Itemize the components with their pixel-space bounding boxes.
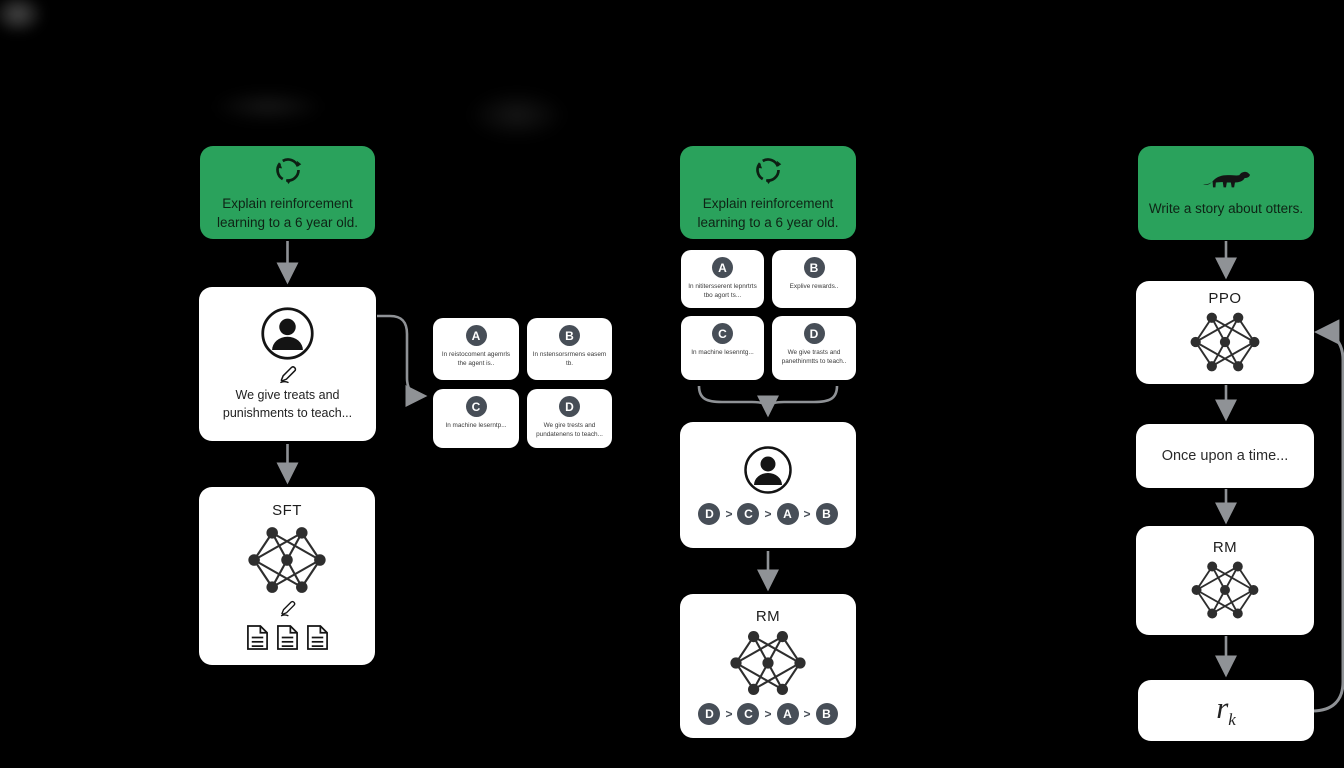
neural-net-icon — [1177, 309, 1273, 375]
option-letter-badge: D — [559, 396, 580, 417]
document-icon — [306, 624, 329, 651]
rm-option-c: C In machine lesenntg... — [681, 316, 764, 380]
sft-option-a: A In reistocoment agemrls the agent is.. — [433, 318, 519, 380]
neural-net-icon — [238, 523, 336, 597]
ppo-reward-model-box: RM — [1136, 526, 1314, 635]
cycle-arrows-icon — [270, 152, 306, 188]
ppo-policy-box: PPO — [1136, 281, 1314, 384]
rank-badge: B — [815, 702, 838, 725]
neural-net-icon — [718, 627, 818, 699]
document-icon — [246, 624, 269, 651]
rank-badge: A — [776, 503, 799, 525]
sft-prompt-box: Explain reinforcement learning to a 6 ye… — [200, 146, 375, 239]
rank-separator: > — [803, 706, 811, 721]
option-text: In nstensorsrmens easem tb. — [532, 351, 607, 368]
rm-option-d: D We give trasts and panethinmtts to tea… — [772, 316, 856, 380]
neural-net-icon — [1179, 558, 1271, 622]
rm-prompt-text: Explain reinforcement learning to a 6 ye… — [697, 196, 839, 230]
rm-option-b: B Explive rewards.. — [772, 250, 856, 308]
option-letter-badge: C — [712, 323, 733, 344]
rank-separator: > — [803, 507, 811, 521]
ppo-reward-box: rk — [1138, 680, 1314, 741]
rm-option-a: A In nititersserent lepnrtrts tbo agort … — [681, 250, 764, 308]
documents-icon — [246, 624, 329, 651]
option-text: In machine leserntp... — [445, 422, 507, 429]
pencil-icon — [278, 599, 297, 618]
option-letter-badge: B — [803, 257, 825, 278]
option-text: In machine lesenntg... — [691, 349, 754, 356]
bracket-left — [697, 385, 768, 408]
rm-prompt-box: Explain reinforcement learning to a 6 ye… — [680, 146, 856, 239]
ppo-prompt-box: Write a story about otters. — [1138, 146, 1314, 240]
sft-option-b: B In nstensorsrmens easem tb. — [527, 318, 612, 380]
rm-ranker-box: D > C > A > B — [680, 422, 856, 548]
person-icon — [260, 306, 315, 361]
rank-badge: C — [737, 503, 760, 525]
arrow-labeler-to-options — [377, 314, 428, 408]
sft-option-c: C In machine leserntp... — [433, 389, 519, 448]
ppo-prompt-text: Write a story about otters. — [1148, 201, 1304, 217]
sft-prompt-text: Explain reinforcement learning to a 6 ye… — [216, 196, 359, 230]
sft-option-d: D We gire trests and pundatenens to teac… — [527, 389, 612, 448]
sft-labeler-box: We give treats and punishments to teach.… — [199, 287, 376, 441]
rank-separator: > — [725, 507, 733, 521]
option-letter-badge: D — [803, 323, 825, 344]
ppo-label: PPO — [1208, 290, 1242, 307]
rank-badge: D — [698, 503, 721, 525]
reward-symbol: rk — [1216, 690, 1236, 730]
rm-model-box: RM D > C > A > B — [680, 594, 856, 738]
rank-badge: C — [737, 702, 760, 725]
option-letter-badge: A — [465, 325, 487, 346]
sft-model-label: SFT — [272, 501, 302, 519]
bracket-right — [768, 385, 839, 408]
rank-badge: D — [698, 702, 721, 725]
pencil-icon — [277, 364, 298, 385]
option-letter-badge: A — [712, 257, 733, 278]
ppo-sample-box: Once upon a time... — [1136, 424, 1314, 488]
option-letter-badge: B — [559, 325, 580, 346]
rm-label: RM — [1212, 539, 1238, 556]
cycle-arrows-icon — [750, 152, 786, 188]
arrow-reward-feedback-loop — [1311, 319, 1344, 713]
option-text: Explive rewards.. — [789, 283, 839, 290]
sample-text: Once upon a time... — [1161, 448, 1289, 464]
rank-separator: > — [764, 706, 772, 721]
human-ranking: D > C > A > B — [698, 503, 838, 525]
sft-model-box: SFT — [199, 487, 375, 665]
labeler-caption: We give treats and punishments to teach.… — [222, 388, 353, 420]
option-text: We gire trests and pundatenens to teach.… — [536, 422, 603, 439]
person-icon — [743, 445, 793, 495]
rank-badge: B — [815, 503, 838, 525]
option-text: We give trasts and panethinmtts to teach… — [781, 349, 847, 366]
rank-separator: > — [725, 706, 733, 721]
rm-ranking: D > C > A > B — [698, 702, 838, 725]
option-letter-badge: C — [465, 396, 487, 417]
document-icon — [276, 624, 299, 651]
rank-badge: A — [776, 702, 799, 725]
otter-icon — [1200, 167, 1252, 193]
rank-separator: > — [764, 507, 772, 521]
option-text: In reistocoment agemrls the agent is.. — [441, 351, 511, 368]
option-text: In nititersserent lepnrtrts tbo agort ts… — [688, 283, 757, 300]
rm-model-label: RM — [755, 607, 781, 625]
